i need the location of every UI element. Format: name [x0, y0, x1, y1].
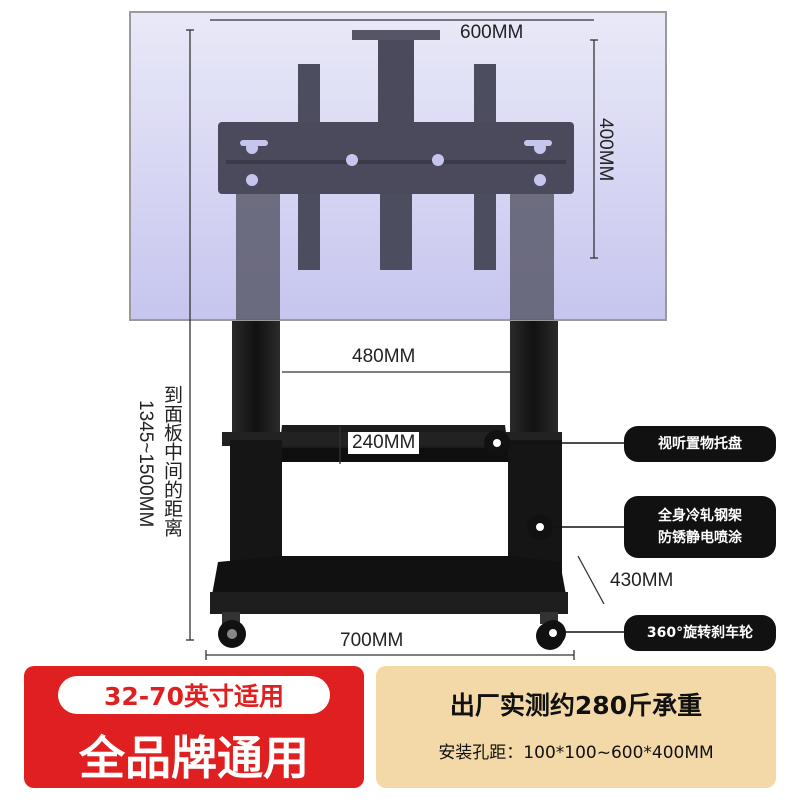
- callout-av-shelf: 视听置物托盘: [624, 426, 776, 462]
- side-label-line2: 1345~1500MM: [135, 400, 156, 528]
- banner-left: 32-70英寸适用 全品牌通用: [24, 666, 364, 788]
- dimension-240mm: 240MM: [348, 432, 420, 454]
- banner-left-size-badge: 32-70英寸适用: [58, 676, 330, 714]
- dimension-400mm: 400MM: [595, 118, 616, 182]
- banner-right: 出厂实测约280斤承重 安装孔距：100*100~600*400MM: [376, 666, 776, 788]
- callout-dot-frame: [527, 514, 553, 540]
- dimension-480mm: 480MM: [352, 346, 416, 367]
- side-label-line1: 到面板中间的距离: [161, 385, 182, 537]
- banner-left-universal: 全品牌通用: [79, 731, 309, 785]
- callout-caster: 360°旋转刹车轮: [624, 615, 776, 651]
- dimension-700mm: 700MM: [340, 630, 404, 651]
- banner-left-size-text: 32-70英寸适用: [104, 682, 284, 711]
- banner-right-hole-spacing: 安装孔距：100*100~600*400MM: [438, 743, 714, 763]
- callout-dot-shelf: [484, 430, 510, 456]
- callout-dot-caster: [540, 620, 566, 646]
- dimension-600mm: 600MM: [460, 22, 524, 43]
- banner-right-load: 出厂实测约280斤承重: [449, 691, 703, 720]
- callout-steel-frame-label: 全身冷轧钢架 防锈静电喷涂: [658, 508, 742, 546]
- caster-left: [218, 612, 246, 648]
- callout-av-shelf-label: 视听置物托盘: [658, 436, 742, 452]
- dimension-430mm: 430MM: [610, 570, 674, 591]
- tv-stand-illustration: [129, 11, 667, 660]
- callout-steel-frame: 全身冷轧钢架 防锈静电喷涂: [624, 496, 776, 558]
- callout-caster-label: 360°旋转刹车轮: [646, 625, 754, 641]
- mount-plate: [218, 122, 574, 194]
